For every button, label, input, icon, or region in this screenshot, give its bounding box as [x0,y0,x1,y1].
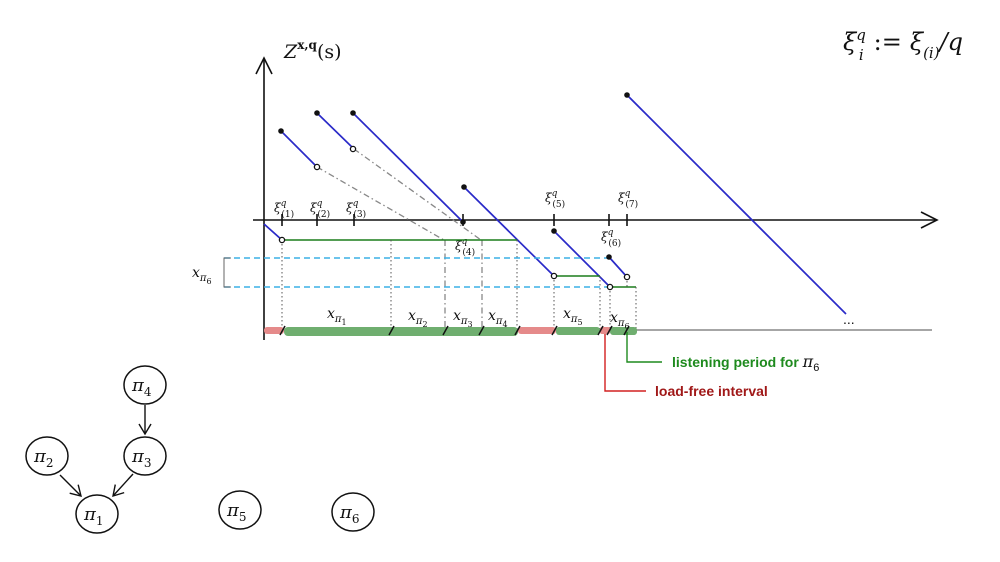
graph-node-pi6: π6 [331,492,375,532]
workload-segment-1 [280,130,318,168]
workload-segment-7 [626,94,847,315]
xi-label-7: ξq(7) [618,189,638,210]
svg-text:π5: π5 [226,500,246,524]
busy-band-1 [284,327,518,336]
busy-band-3 [610,327,637,335]
label-x-pi2: xπ2 [408,308,428,329]
formula-rhs-base: ξ [910,28,925,56]
formula-lhs-base: ξ [843,28,858,56]
workload-initial [263,223,283,241]
xi-label-4: ξq(4) [455,237,475,258]
precedence-graph: π1 π2 π3 π4 π5 π6 [25,365,375,534]
formula-assign: := [874,28,902,56]
workload-segment-6 [608,256,628,278]
svg-text:π2: π2 [33,446,53,470]
listening-period-label: listening period for π6 [672,352,819,374]
x-axis-arrowhead [920,211,939,229]
svg-text:π6: π6 [339,502,359,526]
load-free-interval-label: load-free interval [655,383,768,399]
formula-rhs-sub: (i) [923,44,940,62]
svg-text:π3: π3 [131,446,151,470]
xpi6-height-label: xπ6 [192,265,212,286]
workload-segment-5 [553,230,611,288]
graph-edges [59,405,152,498]
formula-lhs-sup: q [856,26,866,44]
virtual-workload-lines [316,148,483,330]
label-x-pi6: xπ6 [610,310,630,331]
annotation-leaders [604,332,662,392]
workload-segment-2 [316,112,355,150]
busy-band-2 [556,327,600,335]
xi-label-5: ξq(5) [545,189,565,210]
listening-lines [282,239,636,288]
xi-label-2: ξq(2) [310,199,330,220]
graph-node-pi1: π1 [75,494,119,534]
svg-text:π1: π1 [83,504,103,528]
xi-label-6: ξq(6) [601,228,621,249]
svg-text:π4: π4 [131,375,152,399]
graph-node-pi2: π2 [25,436,69,476]
load-free-band-2 [518,327,556,334]
y-axis-arrowhead [255,56,273,75]
projection-lines [281,240,637,330]
xpi6-height-lines [224,257,612,288]
graph-node-pi5: π5 [218,490,262,530]
load-free-band-3 [600,327,610,334]
xi-label-1: ξq(1) [274,199,294,220]
y-axis-label: Zx,q(s) [283,38,342,63]
graph-node-pi3: π3 [123,436,167,476]
xi-tick-labels: ξq(1) ξq(2) ξq(3) ξq(4) ξq(5) ξq(6) ξq(7… [274,189,638,258]
filled-points [278,92,630,260]
open-points [278,145,631,291]
label-x-pi1: xπ1 [327,306,347,327]
load-free-band-1 [264,327,284,334]
workload-lines [263,94,847,315]
workload-interval-labels: xπ1 xπ2 xπ3 xπ4 xπ5 xπ6 [327,306,630,331]
xpi6-height-bracket [223,257,231,288]
xi-label-3: ξq(3) [346,199,366,220]
workload-segment-4 [463,186,555,277]
timeline-slashes [279,325,630,336]
label-x-pi3: xπ3 [453,308,473,329]
formula-lhs-sub: i [859,46,864,64]
axes [253,56,939,340]
timeline [264,325,932,336]
formula-rhs-tail: /q [938,28,963,56]
label-x-pi4: xπ4 [488,308,508,329]
label-x-pi5: xπ5 [563,306,583,327]
graph-node-pi4: π4 [123,365,167,405]
continuation-dots: ... [843,311,855,327]
workload-segment-3 [352,112,464,223]
